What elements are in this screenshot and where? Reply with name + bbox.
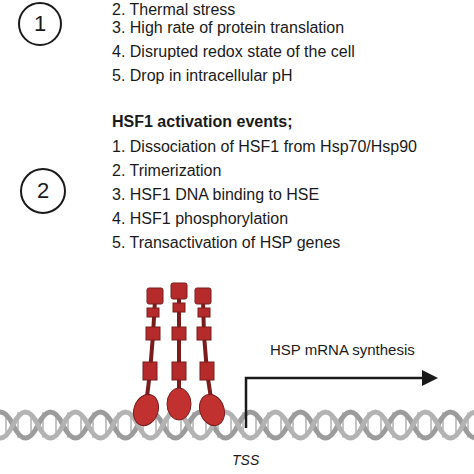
text-label: 4. Disrupted redox state of the cell — [112, 42, 355, 62]
text-label: 5. Transactivation of HSP genes — [112, 233, 340, 253]
text-label: 3. High rate of protein translation — [112, 18, 344, 38]
step-number: 2 — [37, 178, 49, 204]
transcription-arrow — [246, 370, 438, 428]
text-label: HSF1 activation events; — [112, 112, 293, 132]
text-label: 3. HSF1 DNA binding to HSE — [112, 185, 319, 205]
text-label: 1. Dissociation of HSF1 from Hsp70/Hsp90 — [112, 137, 417, 157]
text-label: 2. Thermal stress — [112, 0, 235, 20]
text-label: 2. Trimerization — [112, 161, 221, 181]
step-number: 1 — [34, 11, 46, 37]
step-circle: 1 — [18, 2, 62, 46]
step-circle: 2 — [20, 168, 66, 214]
text-label: 5. Drop in intracellular pH — [112, 66, 293, 86]
text-label: TSS — [232, 450, 259, 470]
hsf1-trimer — [129, 283, 228, 429]
dna-helix — [0, 412, 474, 438]
text-label: 4. HSF1 phosphorylation — [112, 209, 288, 229]
text-label: HSP mRNA synthesis — [270, 340, 415, 360]
